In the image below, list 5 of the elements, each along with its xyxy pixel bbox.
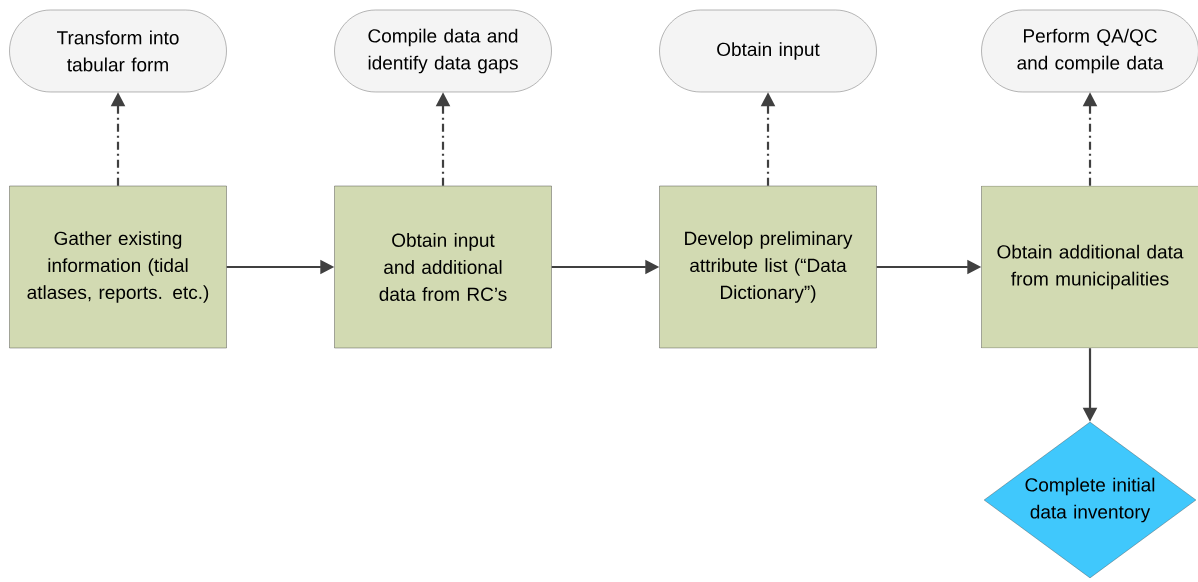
process-box: Obtain input and additional data from RC’s: [334, 185, 552, 349]
process-box: Develop preliminary attribute list (“Data Dictionary”): [659, 185, 877, 349]
terminal-oval: Perform QA/QC and compile data: [981, 9, 1198, 93]
process-box: Obtain additional data from municipalities: [981, 185, 1198, 349]
process-box: Gather existing information (tidal atlases, reports. etc.): [9, 185, 227, 349]
